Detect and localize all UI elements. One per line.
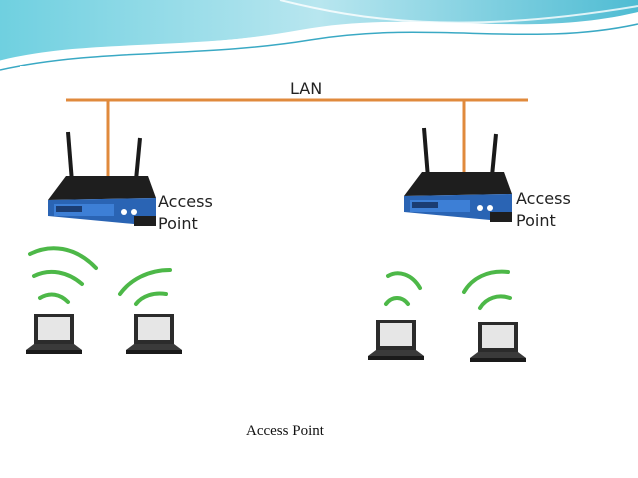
access-point-label-line1: Access <box>516 189 571 208</box>
wifi-signal-icon <box>462 269 512 310</box>
diagram-canvas <box>26 98 528 362</box>
wifi-signal-icon <box>384 271 422 306</box>
wifi-signal-icon <box>28 246 98 304</box>
laptop-icon <box>368 320 424 360</box>
access-point-label-line2: Point <box>158 214 198 233</box>
access-point-label: Access Point <box>158 191 213 235</box>
access-point-label-line1: Access <box>158 192 213 211</box>
laptop-icon <box>470 322 526 362</box>
slide-caption: Access Point <box>246 423 324 439</box>
wifi-signal-icon <box>118 268 172 306</box>
network-diagram: LAN Access Point Access Point <box>20 66 616 394</box>
laptop-icon <box>126 314 182 354</box>
router-icon <box>402 126 514 224</box>
access-point-label: Access Point <box>516 188 571 232</box>
router-icon <box>46 130 158 228</box>
header-wave-decoration <box>0 0 638 71</box>
lan-label: LAN <box>290 79 323 98</box>
lan-cable <box>66 98 528 190</box>
access-point-label-line2: Point <box>516 211 556 230</box>
laptop-icon <box>26 314 82 354</box>
